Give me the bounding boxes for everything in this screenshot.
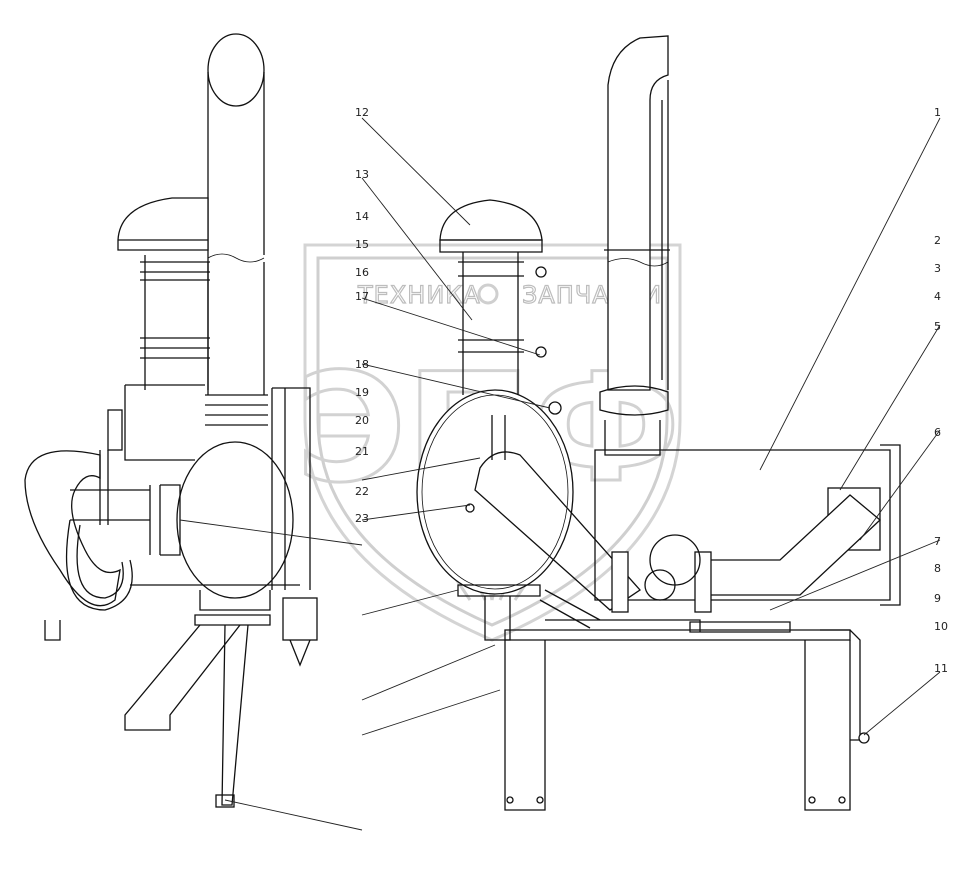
intake-elbow-left [24, 450, 121, 607]
leader-lines [179, 117, 941, 831]
callout-7: 7 [934, 535, 941, 548]
duct-elbow [699, 494, 881, 596]
callout-10: 10 [934, 620, 948, 633]
callout-14: 14 [355, 210, 369, 223]
air-box-left [176, 441, 294, 599]
callout-21: 21 [355, 445, 369, 458]
right-view [416, 35, 901, 811]
callout-2: 2 [934, 234, 941, 247]
callout-15: 15 [355, 238, 369, 251]
callout-23: 23 [355, 512, 369, 525]
callout-6: 6 [934, 426, 941, 439]
callout-13: 13 [355, 168, 369, 181]
callouts-left-column: 12 13 14 15 16 17 18 19 20 21 22 23 [355, 106, 369, 525]
watermark-gear-icon [477, 283, 499, 305]
callout-1: 1 [934, 106, 941, 119]
sensor-cylinder [282, 597, 318, 641]
air-cleaner-cap-right [439, 199, 543, 241]
callout-17: 17 [355, 290, 369, 303]
callouts-right-column: 1 2 3 4 5 6 7 8 9 10 11 [934, 106, 948, 675]
callout-12: 12 [355, 106, 369, 119]
exhaust-pipe-right [607, 35, 669, 391]
air-box-right [416, 389, 574, 595]
callout-19: 19 [355, 386, 369, 399]
callout-18: 18 [355, 358, 369, 371]
callout-5: 5 [934, 320, 941, 333]
left-view [24, 33, 318, 808]
callout-4: 4 [934, 290, 941, 303]
watermark-shield-inner [316, 256, 669, 627]
callout-20: 20 [355, 414, 369, 427]
watermark-left-word: ТЕХНИКА [357, 281, 481, 309]
callout-8: 8 [934, 562, 941, 575]
callout-16: 16 [355, 266, 369, 279]
callout-9: 9 [934, 592, 941, 605]
air-cleaner-cap-left [117, 197, 209, 251]
exhaust-pipe-top-left [207, 33, 265, 107]
callout-11: 11 [934, 662, 948, 675]
callout-3: 3 [934, 262, 941, 275]
callout-22: 22 [355, 485, 369, 498]
